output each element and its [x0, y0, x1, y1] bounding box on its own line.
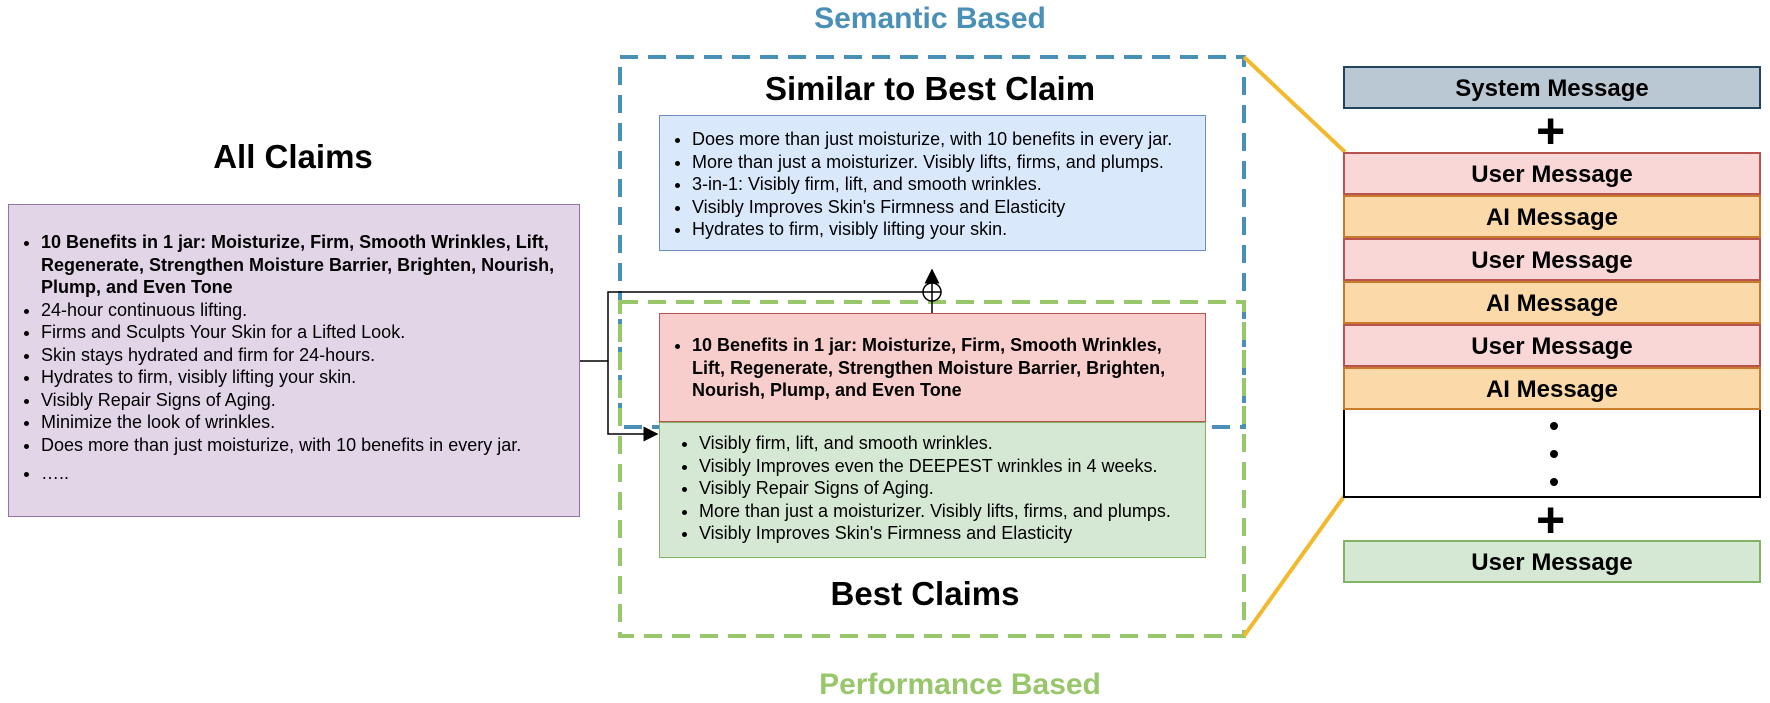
best-claims-item: Visibly Repair Signs of Aging.	[699, 477, 1201, 500]
system-message-block: System Message	[1343, 66, 1761, 109]
ai-message-block: AI Message	[1343, 281, 1761, 324]
yellow-connector-top	[1242, 55, 1347, 154]
all-claims-item: …..	[41, 462, 575, 485]
yellow-connector-bottom	[1242, 493, 1347, 638]
ai-message-block: AI Message	[1343, 195, 1761, 238]
user-message-block: User Message	[1343, 238, 1761, 281]
best-claims-box: Visibly firm, lift, and smooth wrinkles.…	[659, 422, 1206, 558]
similar-claims-item: Does more than just moisturize, with 10 …	[692, 128, 1201, 151]
all-claims-item: 24-hour continuous lifting.	[41, 299, 575, 322]
performance-based-title: Performance Based	[819, 668, 1101, 701]
ellipsis-dot-icon	[1550, 422, 1558, 430]
similar-claims-item: 3-in-1: Visibly firm, lift, and smooth w…	[692, 173, 1201, 196]
plus-icon: +	[1536, 492, 1566, 548]
best-claims-item: Visibly firm, lift, and smooth wrinkles.	[699, 432, 1201, 455]
all-claims-item: Firms and Sculpts Your Skin for a Lifted…	[41, 321, 575, 344]
final-user-message-block: User Message	[1343, 540, 1761, 583]
all-to-bestlist-connector	[607, 361, 659, 442]
ellipsis-dot-icon	[1550, 450, 1558, 458]
all-claims-box: 10 Benefits in 1 jar: Moisturize, Firm, …	[8, 204, 580, 517]
user-message-block: User Message	[1343, 324, 1761, 367]
user-message-block: User Message	[1343, 152, 1761, 195]
similar-claims-item: Visibly Improves Skin's Firmness and Ela…	[692, 196, 1201, 219]
best-claims-item: Visibly Improves even the DEEPEST wrinkl…	[699, 455, 1201, 478]
plus-icon: +	[1536, 103, 1566, 159]
all-claims-item: 10 Benefits in 1 jar: Moisturize, Firm, …	[41, 231, 575, 299]
similar-claims-box: Does more than just moisturize, with 10 …	[659, 115, 1206, 251]
ai-message-block: AI Message	[1343, 367, 1761, 410]
best-claims-item: More than just a moisturizer. Visibly li…	[699, 500, 1201, 523]
all-claims-item: Skin stays hydrated and firm for 24-hour…	[41, 344, 575, 367]
best-claim-item: 10 Benefits in 1 jar: Moisturize, Firm, …	[692, 334, 1197, 402]
similar-claims-title: Similar to Best Claim	[764, 70, 1096, 107]
similar-claims-item: More than just a moisturizer. Visibly li…	[692, 151, 1201, 174]
similar-claims-item: Hydrates to firm, visibly lifting your s…	[692, 218, 1201, 241]
best-claims-item: Visibly Improves Skin's Firmness and Ela…	[699, 522, 1201, 545]
best-claim-box: 10 Benefits in 1 jar: Moisturize, Firm, …	[659, 313, 1206, 422]
all-claims-item: Does more than just moisturize, with 10 …	[41, 434, 575, 457]
all-claims-item: Visibly Repair Signs of Aging.	[41, 389, 575, 412]
semantic-based-title: Semantic Based	[814, 2, 1046, 35]
all-claims-title: All Claims	[213, 138, 373, 175]
all-claims-item: Minimize the look of wrinkles.	[41, 411, 575, 434]
all-claims-item: Hydrates to firm, visibly lifting your s…	[41, 366, 575, 389]
ellipsis-dot-icon	[1550, 478, 1558, 486]
best-claims-title: Best Claims	[830, 575, 1020, 612]
